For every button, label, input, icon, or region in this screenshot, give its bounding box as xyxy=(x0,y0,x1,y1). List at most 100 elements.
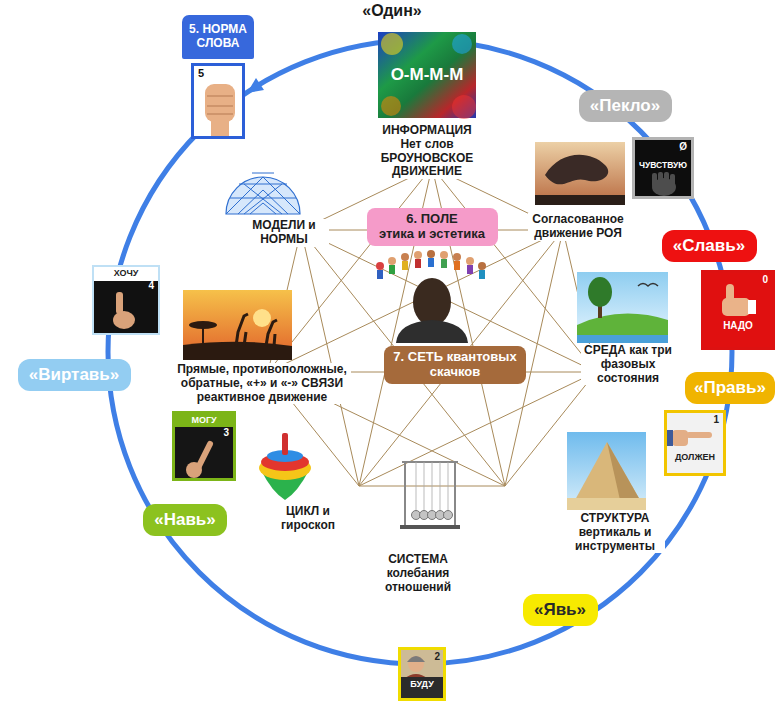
realm-pill: «Пекло» xyxy=(579,90,672,122)
caption-text: ЦИКЛ и гироскоп xyxy=(268,505,348,533)
node-text: ХОЧУ xyxy=(98,268,154,278)
pyramid-image xyxy=(567,432,646,510)
feel-icon xyxy=(632,137,694,199)
caption-text: Согласованное движение РОЯ xyxy=(528,213,628,241)
node-text: О-М-М-М xyxy=(382,65,472,85)
crowd-image xyxy=(414,251,422,259)
caption-text: ИНФОРМАЦИЯ Нет слов БРОУНОВСКОЕ ДВИЖЕНИЕ xyxy=(375,124,479,179)
crowd-image xyxy=(389,265,395,274)
thumb-icon xyxy=(748,300,756,314)
cycle-ring xyxy=(108,40,732,664)
pyramid-image xyxy=(567,498,646,510)
must-icon xyxy=(664,410,726,476)
node-text: 3 xyxy=(179,427,229,439)
pyramid-image xyxy=(575,442,640,500)
feel-icon xyxy=(658,172,663,186)
icon-box: ХОЧУ 4 xyxy=(92,265,160,335)
newton-cradle-image xyxy=(402,462,458,526)
newton-cradle-image xyxy=(400,525,460,529)
crowd-image xyxy=(377,270,383,279)
fist-icon xyxy=(207,96,233,114)
landscape-image xyxy=(588,277,612,307)
will-icon xyxy=(401,677,443,698)
omm-image xyxy=(452,95,476,119)
realm-pill: «Навь» xyxy=(143,504,227,536)
swarm-image xyxy=(535,195,625,205)
spinning-top-image xyxy=(259,433,311,500)
crowd-image xyxy=(376,250,486,343)
feel-icon xyxy=(664,172,669,186)
node-text: Ø xyxy=(639,141,687,153)
newton-cradle-image xyxy=(444,511,453,520)
node-text: «Виртавь» xyxy=(29,365,120,385)
want-icon xyxy=(116,292,123,314)
landscape-image xyxy=(577,314,668,343)
caption-text: МОДЕЛИ и НОРМЫ xyxy=(239,219,329,247)
swarm-image xyxy=(535,142,625,205)
crowd-image xyxy=(401,253,409,261)
landscape-image xyxy=(577,335,668,343)
level-box: 7. СЕТЬ квантовых скачков xyxy=(384,346,526,384)
cycle-arrowhead xyxy=(247,78,264,93)
feel-icon xyxy=(652,173,657,187)
fist-icon xyxy=(191,63,245,139)
spinning-top-image xyxy=(282,433,288,455)
icon-box: ØЧУВСТВУЮ xyxy=(632,137,694,199)
node-text: 7. СЕТЬ квантовых скачков xyxy=(390,350,520,380)
landscape-image xyxy=(577,272,668,343)
icon-box: 2БУДУ xyxy=(398,647,446,701)
node-text: 6. ПОЛЕ xyxy=(379,212,486,227)
node-text: БУДУ xyxy=(404,679,440,689)
must-icon xyxy=(686,432,712,438)
fist-icon xyxy=(211,120,229,136)
node-text: «Явь» xyxy=(534,600,587,620)
realm-pill: «Славь» xyxy=(662,230,757,262)
pyramid-image xyxy=(567,432,646,510)
crowd-image xyxy=(388,257,396,265)
crowd-image xyxy=(466,257,474,265)
node-text: 5. НОРМА СЛОВА xyxy=(186,23,250,51)
node-text: этика и эстетика xyxy=(379,227,486,242)
thumb-icon xyxy=(701,270,775,350)
can-icon xyxy=(186,462,202,478)
will-icon xyxy=(408,656,424,672)
must-icon xyxy=(666,430,673,446)
image-box: О-М-М-М xyxy=(378,32,476,118)
landscape-image xyxy=(638,284,658,287)
crowd-image xyxy=(454,261,460,270)
savanna-image xyxy=(266,320,277,346)
node-text: 5 xyxy=(198,67,238,80)
feel-icon xyxy=(670,174,675,187)
want-icon xyxy=(92,281,160,335)
crowd-image xyxy=(440,251,448,259)
will-icon xyxy=(398,647,446,701)
feel-icon xyxy=(632,137,694,199)
node-text: «Навь» xyxy=(154,510,216,530)
swarm-image xyxy=(535,142,625,205)
crowd-image xyxy=(478,262,486,270)
dome-image xyxy=(226,177,300,214)
will-icon xyxy=(398,647,446,701)
crowd-image xyxy=(427,250,435,258)
savanna-image xyxy=(183,290,292,360)
node-text: ДОЛЖЕН xyxy=(671,452,719,462)
dome-image xyxy=(226,173,300,214)
node-text: МОГУ xyxy=(179,415,229,425)
node-text: 4 xyxy=(98,280,154,292)
realm-pill: «Явь» xyxy=(523,594,598,626)
crowd-image xyxy=(428,258,434,267)
crowd-image xyxy=(396,320,468,343)
pyramid-image xyxy=(607,442,640,500)
thumb-icon xyxy=(701,270,775,350)
will-icon xyxy=(407,656,425,662)
thumb-icon xyxy=(722,298,750,316)
heading-text: «Один» xyxy=(360,2,424,20)
level-box: 6. ПОЛЕэтика и эстетика xyxy=(367,208,498,246)
landscape-image xyxy=(577,272,668,343)
icon-box: 5 xyxy=(191,63,245,139)
can-icon xyxy=(172,411,236,481)
dome-image xyxy=(226,177,300,214)
node-text: «Правь» xyxy=(694,378,766,398)
can-icon xyxy=(172,411,236,481)
